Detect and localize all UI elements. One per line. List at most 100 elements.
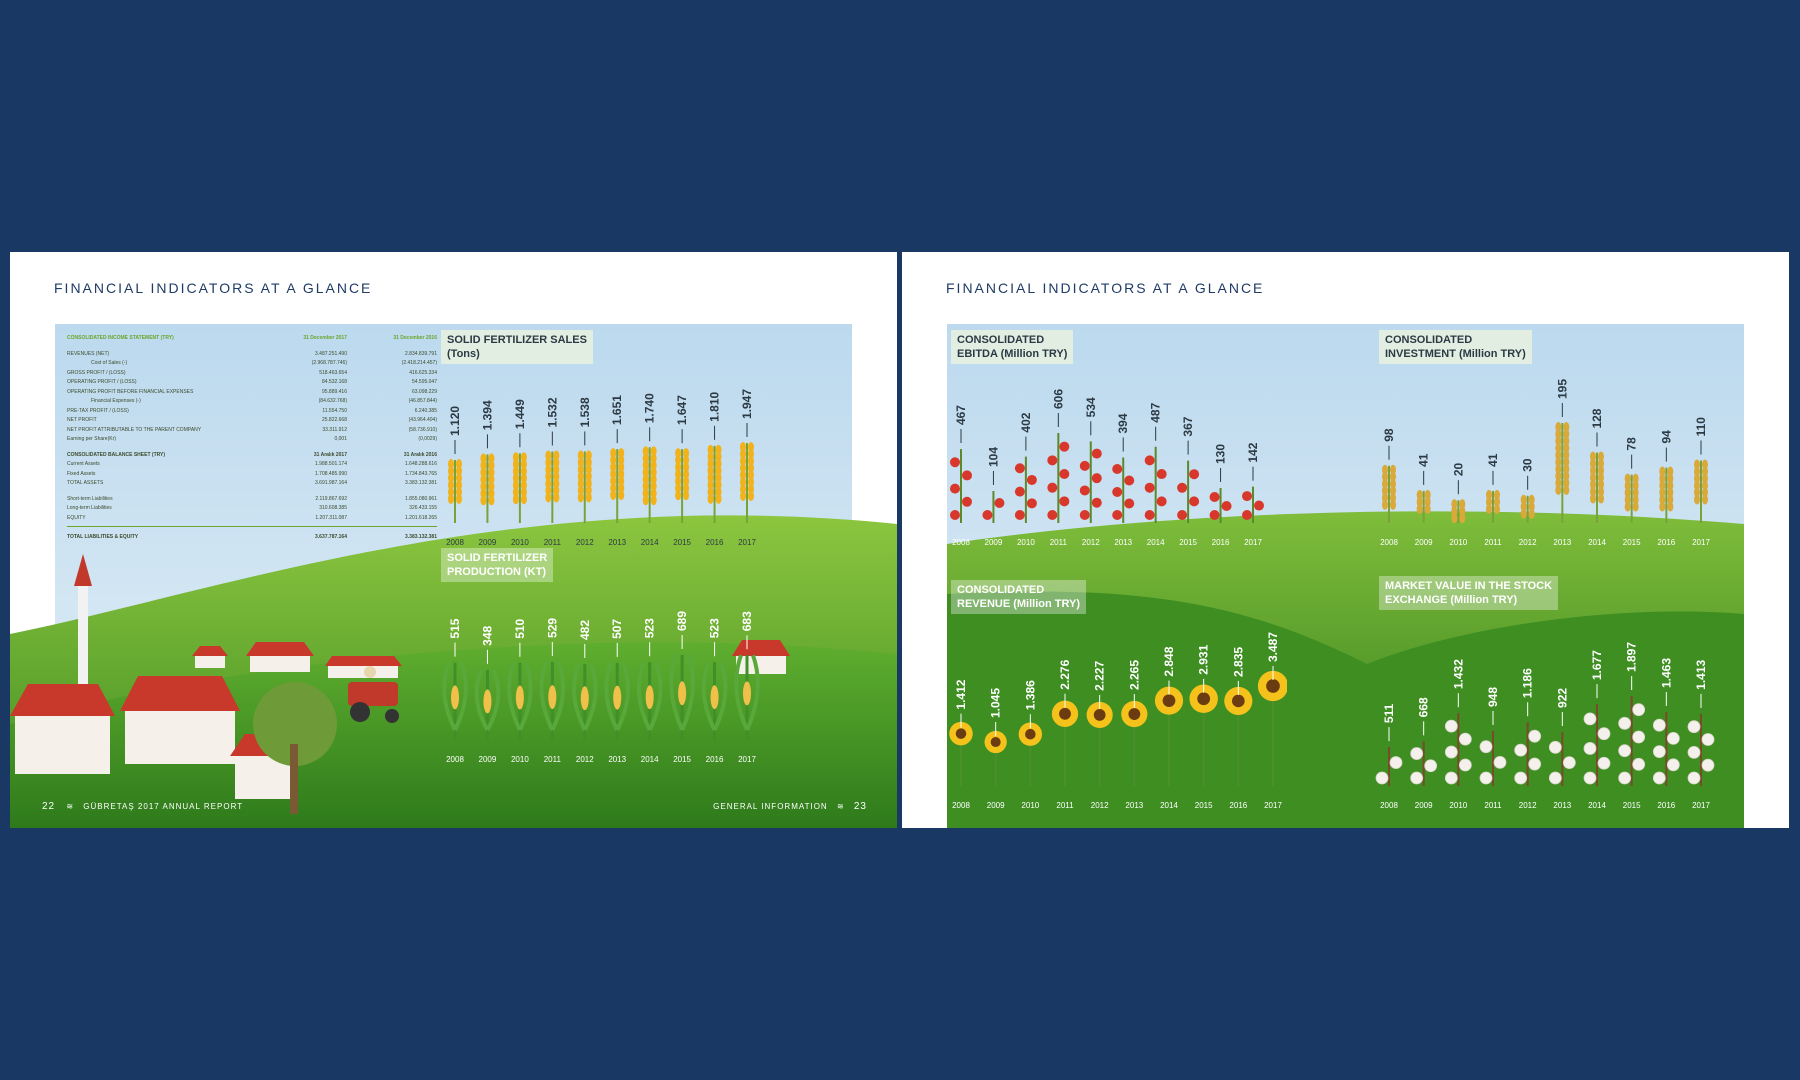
value-label: 1.449: [513, 399, 527, 429]
chart-mark-market-value-2017: [1687, 713, 1715, 786]
value-label: 1.897: [1625, 642, 1639, 672]
value-label: 2.227: [1093, 661, 1107, 691]
farm-scene: CONSOLIDATED INCOME STATEMENT (TRY) 31 D…: [10, 324, 897, 828]
value-label: 510: [513, 618, 527, 638]
value-label: 41: [1417, 453, 1431, 467]
chart-title-ebitda: CONSOLIDATED EBITDA (Million TRY): [951, 330, 1074, 364]
value-label: 683: [740, 611, 754, 631]
year-label: 2013: [1553, 801, 1571, 810]
chart-mark-solid-fertilizer-production-2012: [572, 663, 598, 740]
chart-mark-consolidated-ebitda-2016: [1209, 487, 1232, 523]
chart-mark-market-value-2013: [1548, 731, 1576, 786]
left-page: FINANCIAL INDICATORS AT A GLANCE: [10, 252, 897, 828]
year-label: 2017: [1692, 538, 1710, 547]
year-label: 2017: [738, 755, 756, 764]
year-label: 2011: [1056, 801, 1074, 810]
value-label: 402: [1019, 412, 1033, 432]
chart-mark-solid-fertilizer-production-2015: [669, 654, 695, 740]
minaret-roof: [74, 554, 92, 586]
page-title: FINANCIAL INDICATORS AT A GLANCE: [54, 280, 373, 296]
value-label: 30: [1521, 458, 1535, 472]
value-label: 78: [1625, 437, 1639, 451]
year-label: 2009: [987, 801, 1005, 810]
chart-title-revenue: CONSOLIDATED REVENUE (Million TRY): [951, 580, 1087, 614]
year-label: 2010: [511, 538, 529, 547]
year-label: 2014: [1147, 538, 1165, 547]
year-label: 2008: [446, 755, 464, 764]
chart-mark-consolidated-ebitda-2017: [1242, 486, 1264, 523]
chart-mark-consolidated-investment-2010: [1451, 499, 1466, 524]
right-folio-on-left: GENERAL INFORMATION ≋ 23: [713, 801, 867, 812]
year-label: 2011: [544, 538, 562, 547]
value-label: 2.265: [1127, 660, 1141, 690]
value-label: 195: [1555, 379, 1569, 399]
value-label: 1.045: [989, 688, 1003, 718]
chart-mark-solid-fertilizer-sales-2013: [610, 448, 625, 523]
year-label: 2013: [1114, 538, 1132, 547]
chart-mark-solid-fertilizer-production-2010: [507, 662, 533, 740]
chart-mark-market-value-2014: [1583, 704, 1611, 786]
year-label: 2010: [1017, 538, 1035, 547]
year-label: 2009: [479, 538, 497, 547]
year-label: 2014: [641, 538, 659, 547]
wave-icon: ≋: [66, 802, 75, 811]
chart-title-production: SOLID FERTILIZER PRODUCTION (KT): [441, 548, 554, 582]
chart-mark-consolidated-investment-2013: [1555, 422, 1570, 523]
chart-title-sales: SOLID FERTILIZER SALES (Tons): [441, 330, 593, 364]
year-label: 2009: [1415, 538, 1433, 547]
chart-title-market-value: MARKET VALUE IN THE STOCK EXCHANGE (Mill…: [1379, 576, 1559, 610]
chart-mark-consolidated-investment-2014: [1590, 451, 1604, 523]
year-label: 2017: [1692, 801, 1710, 810]
value-label: 482: [578, 620, 592, 640]
financial-table: CONSOLIDATED INCOME STATEMENT (TRY) 31 D…: [67, 334, 437, 543]
value-label: 606: [1051, 389, 1065, 409]
value-label: 128: [1590, 408, 1604, 428]
year-label: 2011: [1484, 538, 1502, 547]
balance-header-row: CONSOLIDATED BALANCE SHEET (TRY) 31 Aral…: [67, 451, 437, 458]
value-label: 467: [954, 405, 968, 425]
solid-fertilizer-sales-chart: 1.12020081.39420091.44920101.53220111.53…: [446, 389, 756, 547]
chart-mark-market-value-2011: [1479, 731, 1507, 786]
year-label: 2015: [1623, 538, 1641, 547]
value-label: 1.532: [545, 397, 559, 427]
year-label: 2016: [1657, 801, 1675, 810]
chart-mark-consolidated-investment-2009: [1416, 489, 1431, 523]
year-label: 2012: [1519, 801, 1537, 810]
value-label: 348: [480, 625, 494, 645]
tree-trunk: [290, 744, 298, 814]
value-label: 1.740: [643, 393, 657, 423]
chart-mark-market-value-2012: [1514, 722, 1542, 786]
year-label: 2011: [1484, 801, 1502, 810]
value-label: 104: [986, 447, 1000, 467]
chart-mark-consolidated-ebitda-2008: [950, 449, 972, 523]
chart-mark-solid-fertilizer-production-2017: [734, 654, 760, 740]
income-header-row: CONSOLIDATED INCOME STATEMENT (TRY) 31 D…: [67, 335, 437, 341]
value-label: 1.412: [954, 679, 968, 709]
year-label: 2016: [706, 755, 724, 764]
value-label: 2.848: [1162, 646, 1176, 676]
chart-mark-consolidated-revenue-2012: [1086, 701, 1113, 786]
year-label: 2017: [1264, 801, 1282, 810]
value-label: 20: [1451, 463, 1465, 477]
chart-mark-solid-fertilizer-sales-2012: [577, 450, 592, 523]
value-label: 515: [448, 618, 462, 638]
chart-mark-consolidated-investment-2015: [1624, 473, 1639, 523]
year-label: 2010: [1449, 801, 1467, 810]
income-row: Financial Expenses (-)(84.632.768)(46.85…: [91, 398, 437, 404]
chart-mark-consolidated-ebitda-2013: [1112, 457, 1135, 523]
chart-mark-consolidated-investment-2011: [1486, 489, 1500, 523]
chart-mark-solid-fertilizer-sales-2017: [740, 442, 754, 523]
value-label: 1.186: [1521, 668, 1535, 698]
consolidated-ebitda-chart: 4672008104200940220106062011534201239420…: [950, 389, 1264, 547]
chart-mark-consolidated-investment-2016: [1659, 466, 1674, 523]
village-houses: [10, 640, 790, 799]
year-label: 2013: [1125, 801, 1143, 810]
year-label: 2016: [1229, 801, 1247, 810]
chart-mark-consolidated-ebitda-2014: [1144, 446, 1167, 523]
